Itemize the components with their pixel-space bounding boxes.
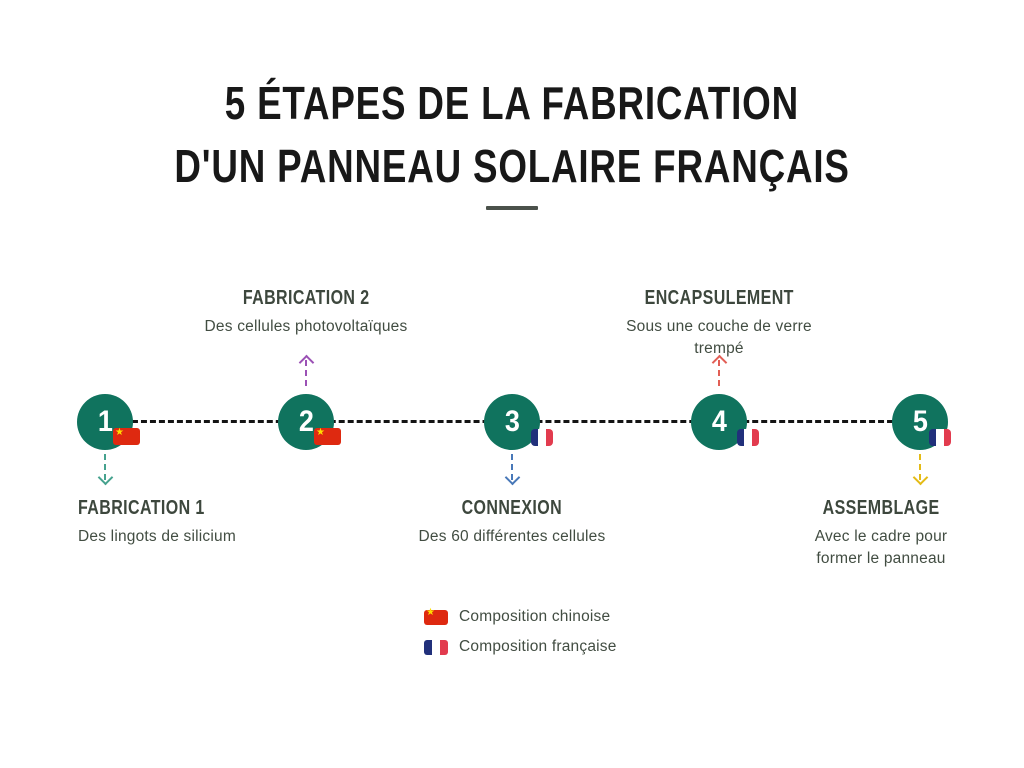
step-label-encapsulement: ENCAPSULEMENT Sous une couche de verre t… [609, 287, 829, 360]
flag-stripe [737, 429, 745, 446]
flag-stripe [943, 429, 951, 446]
step-number: 3 [504, 405, 520, 438]
arrow-dash [511, 454, 513, 480]
legend-row-china: ★ Composition chinoise [424, 607, 611, 626]
flag-stripe [424, 639, 432, 655]
step-label-connexion: CONNEXION Des 60 différentes cellules [382, 497, 642, 548]
star-icon: ★ [316, 428, 325, 438]
step-description: Des 60 différentes cellules [418, 528, 606, 545]
arrow-head [504, 469, 520, 486]
flag-stripe [929, 429, 937, 446]
legend-label: Composition chinoise [459, 608, 611, 625]
arrow-up-icon [711, 354, 727, 395]
step-heading: FABRICATION 2 [242, 287, 370, 309]
arrow-dash [305, 360, 307, 386]
flag-stripe [751, 429, 759, 446]
france-flag-icon [737, 429, 759, 446]
flag-stripe [440, 639, 448, 655]
china-flag-icon: ★ [424, 607, 448, 625]
step-description: Avec le cadre pour former le panneau [814, 528, 948, 567]
flag-stripe [545, 429, 553, 446]
step-number: 4 [711, 405, 727, 438]
arrow-head [912, 469, 928, 486]
france-flag-icon [424, 639, 448, 655]
step-heading: FABRICATION 1 [78, 497, 205, 519]
legend-label: Composition française [459, 638, 617, 655]
arrow-down-icon [912, 454, 928, 492]
step-heading: ENCAPSULEMENT [644, 287, 794, 309]
flag-stripe [432, 639, 440, 655]
arrow-head [711, 354, 727, 371]
step-circle-4: 4 [691, 394, 747, 450]
arrow-down-icon [97, 454, 113, 492]
france-flag-icon [531, 429, 553, 446]
arrow-down-icon [504, 454, 520, 492]
step-description: Des lingots de silicium [78, 528, 236, 545]
step-number: 2 [298, 405, 314, 438]
title-divider [486, 206, 538, 210]
step-heading: ASSEMBLAGE [822, 497, 940, 519]
china-flag-icon: ★ [113, 428, 140, 445]
flag-stripe [744, 429, 752, 446]
step-number: 1 [97, 405, 113, 438]
arrow-head [298, 354, 314, 371]
step-heading: CONNEXION [461, 497, 563, 519]
step-description: Des cellules photovoltaïques [204, 318, 408, 335]
flag-stripe [936, 429, 944, 446]
page-title-line-2: D'UN PANNEAU SOLAIRE FRANÇAIS [0, 143, 1024, 189]
step-description: Sous une couche de verre trempé [626, 318, 812, 357]
arrow-dash [919, 454, 921, 480]
china-flag-icon: ★ [314, 428, 341, 445]
flag-stripe [538, 429, 546, 446]
step-label-fabrication-1: FABRICATION 1 Des lingots de silicium [78, 497, 318, 548]
arrow-head [97, 469, 113, 486]
star-icon: ★ [115, 428, 124, 438]
page-title-text-2: D'UN PANNEAU SOLAIRE FRANÇAIS [174, 140, 850, 192]
star-icon: ★ [426, 607, 435, 618]
arrow-up-icon [298, 354, 314, 395]
step-circle-3: 3 [484, 394, 540, 450]
arrow-dash [718, 360, 720, 386]
step-label-assemblage: ASSEMBLAGE Avec le cadre pour former le … [771, 497, 991, 570]
france-flag-icon [929, 429, 951, 446]
flag-stripe [531, 429, 539, 446]
step-label-fabrication-2: FABRICATION 2 Des cellules photovoltaïqu… [176, 287, 436, 338]
page-title-line-1: 5 ÉTAPES DE LA FABRICATION [0, 80, 1024, 126]
step-number: 5 [912, 405, 928, 438]
legend-row-france: Composition française [424, 638, 617, 656]
page-title-text-1: 5 ÉTAPES DE LA FABRICATION [224, 77, 800, 129]
arrow-dash [104, 454, 106, 480]
